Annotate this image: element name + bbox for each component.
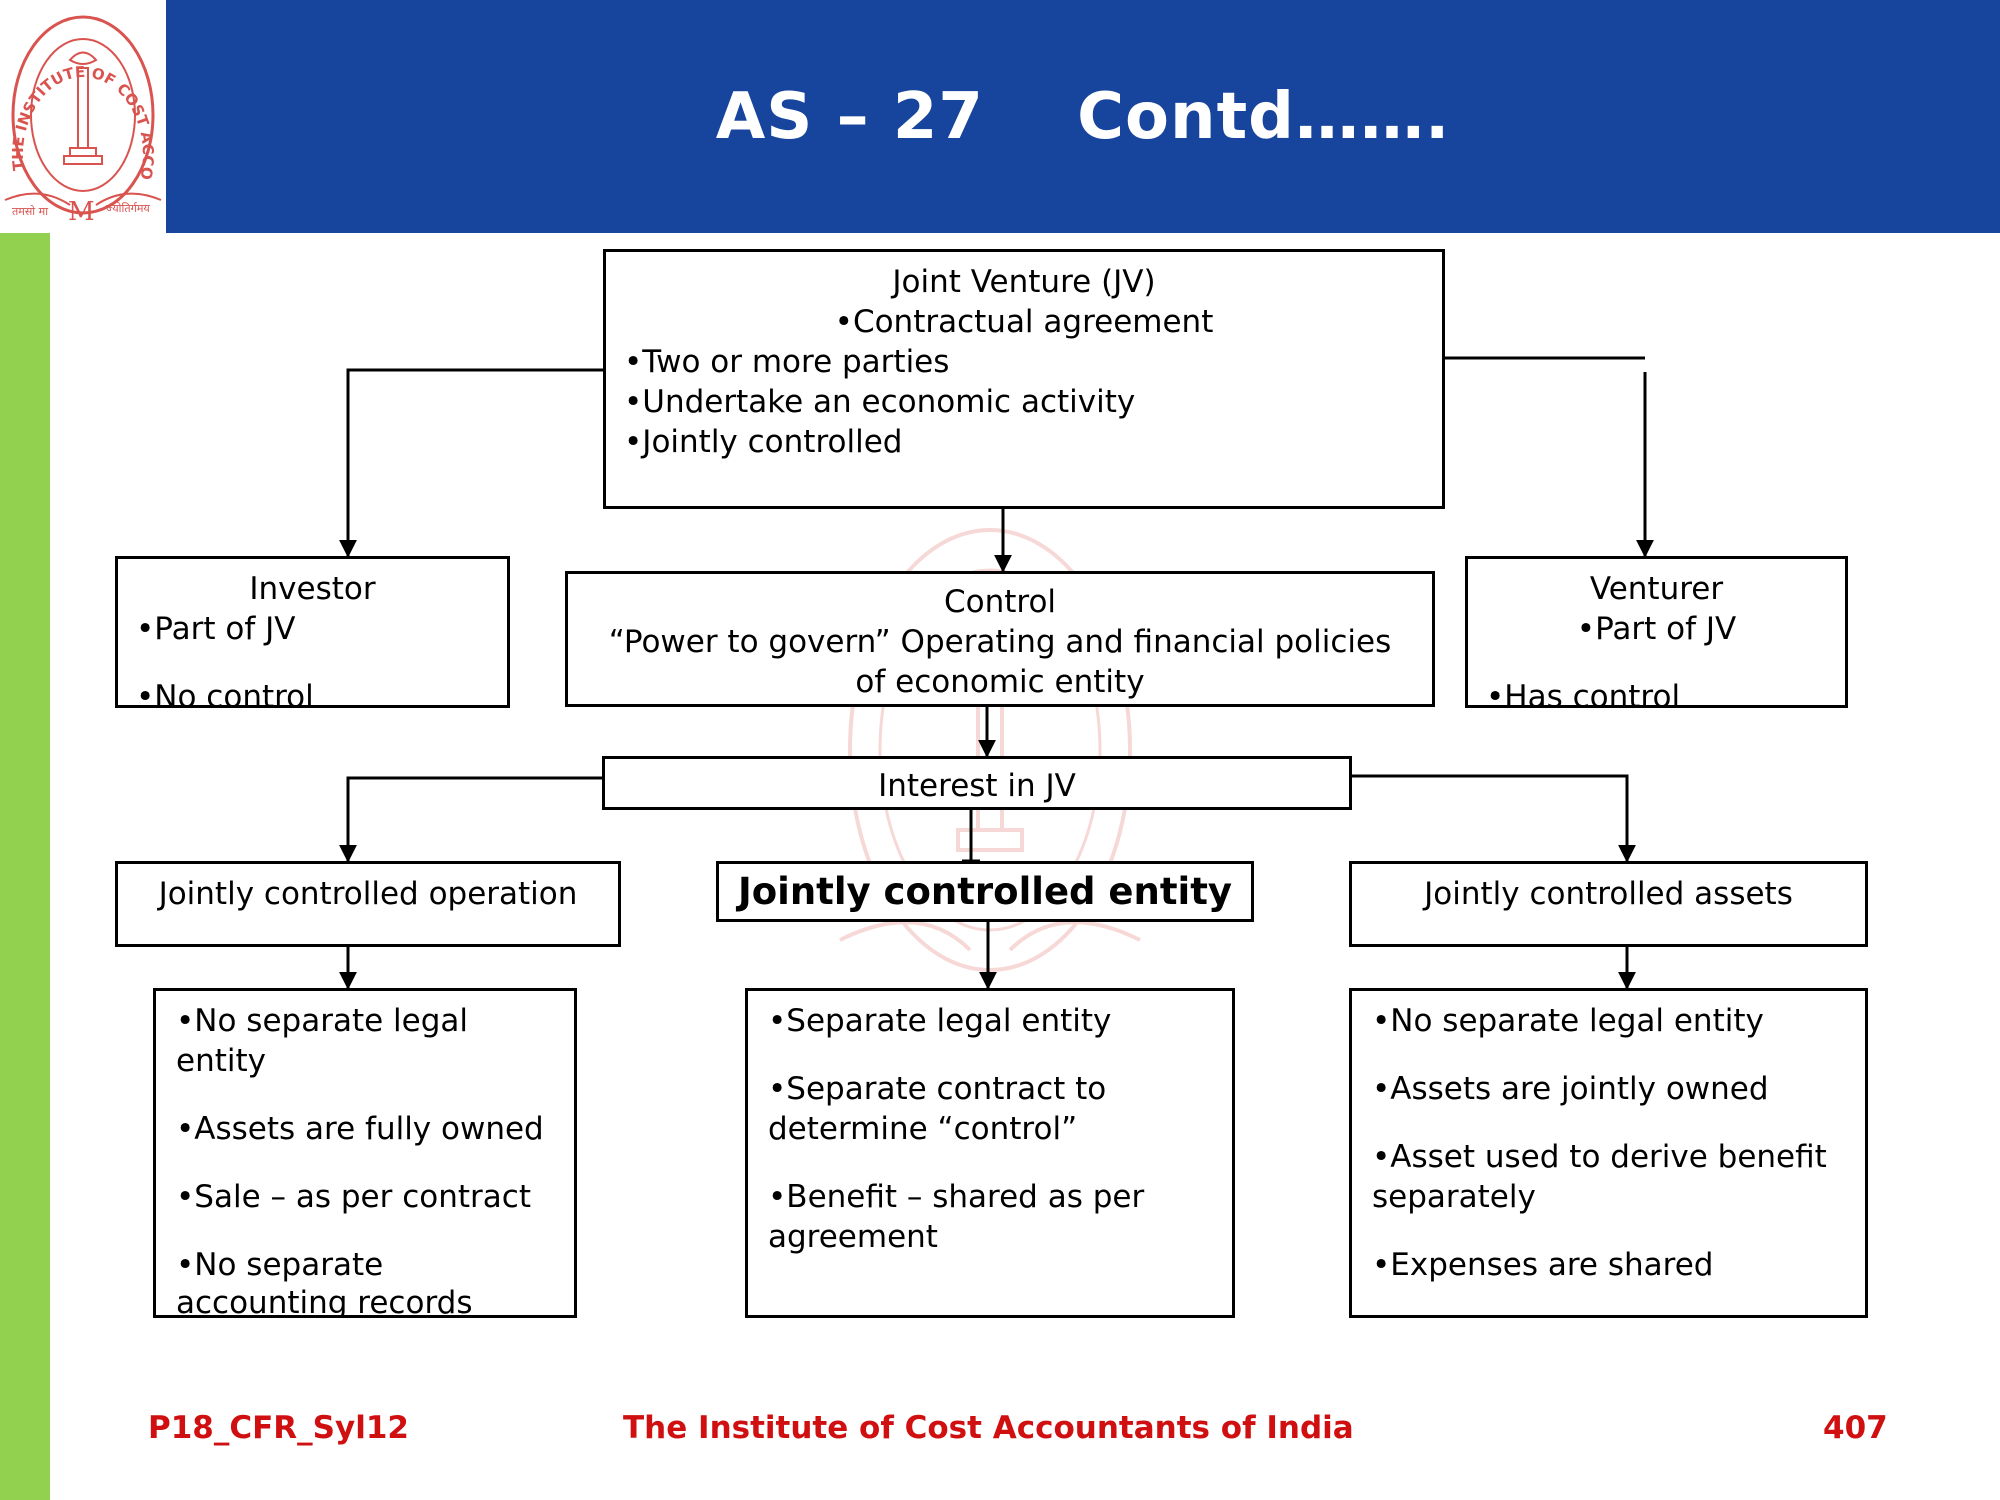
arrow-interest-to-operation bbox=[339, 776, 603, 863]
logo-motto-right: ज्योतिर्गमय bbox=[106, 202, 150, 215]
jointly-controlled-operation-box: Jointly controlled operation bbox=[115, 861, 621, 947]
control-line: “Power to govern” Operating and financia… bbox=[608, 624, 1392, 660]
slide-title: AS – 27 Contd……. bbox=[715, 79, 1451, 154]
investor-box: Investor Part of JV No control bbox=[115, 556, 510, 708]
control-heading: Control bbox=[943, 584, 1057, 620]
jv-item: Two or more parties bbox=[624, 342, 1424, 382]
logo-emblem: THE INSTITUTE OF COST ACCOUNTANTS OF IND… bbox=[0, 0, 162, 227]
assets-details-box: No separate legal entity Assets are join… bbox=[1349, 988, 1868, 1318]
side-accent-bar bbox=[0, 233, 50, 1500]
detail-item: No separate legal entity bbox=[176, 1001, 554, 1081]
operation-details-box: No separate legal entity Assets are full… bbox=[153, 988, 577, 1318]
joint-venture-box: Joint Venture (JV) Contractual agreement… bbox=[603, 249, 1445, 509]
jv-heading: Joint Venture (JV) bbox=[892, 264, 1156, 300]
footer-institute-name: The Institute of Cost Accountants of Ind… bbox=[623, 1410, 1354, 1446]
control-box: Control “Power to govern” Operating and … bbox=[565, 571, 1435, 707]
jointly-controlled-assets-box: Jointly controlled assets bbox=[1349, 861, 1868, 947]
detail-item: Expenses are shared bbox=[1372, 1245, 1845, 1285]
venturer-box: Venturer Part of JV Has control bbox=[1465, 556, 1848, 708]
arrow-jv-to-investor bbox=[339, 368, 603, 558]
venturer-heading: Venturer bbox=[1589, 571, 1724, 607]
detail-item: Asset used to derive benefit separately bbox=[1372, 1137, 1845, 1217]
venturer-item: Has control bbox=[1486, 677, 1827, 705]
detail-item: No separate legal entity bbox=[1372, 1001, 1845, 1041]
header-bar bbox=[166, 0, 2000, 233]
detail-item: Assets are fully owned bbox=[176, 1109, 554, 1149]
entity-label: Jointly controlled entity bbox=[737, 870, 1233, 913]
interest-label: Interest in JV bbox=[878, 768, 1076, 804]
institute-logo: THE INSTITUTE OF COST ACCOUNTANTS OF IND… bbox=[0, 0, 166, 233]
detail-item: Separate contract to determine “control” bbox=[768, 1069, 1212, 1149]
jointly-controlled-entity-box: Jointly controlled entity bbox=[716, 861, 1254, 922]
jv-item: Contractual agreement bbox=[624, 302, 1424, 342]
venturer-item: Part of JV bbox=[1486, 609, 1827, 649]
detail-item: No separate accounting records bbox=[176, 1245, 554, 1315]
jv-item: Jointly controlled bbox=[624, 422, 1424, 462]
detail-item: Sale – as per contract bbox=[176, 1177, 554, 1217]
assets-label: Jointly controlled assets bbox=[1424, 876, 1793, 912]
footer-course-code: P18_CFR_Syl12 bbox=[148, 1410, 409, 1446]
investor-item: No control bbox=[136, 677, 489, 705]
operation-label: Jointly controlled operation bbox=[158, 876, 578, 912]
footer-page-number: 407 bbox=[1823, 1410, 1888, 1446]
arrow-interest-to-assets bbox=[1351, 774, 1636, 863]
control-line: of economic entity bbox=[855, 664, 1145, 700]
investor-item: Part of JV bbox=[136, 609, 489, 649]
interest-in-jv-box: Interest in JV bbox=[602, 756, 1352, 810]
detail-item: Separate legal entity bbox=[768, 1001, 1212, 1041]
jv-item: Undertake an economic activity bbox=[624, 382, 1424, 422]
detail-item: Benefit – shared as per agreement bbox=[768, 1177, 1212, 1257]
svg-text:M: M bbox=[68, 197, 95, 227]
entity-details-box: Separate legal entity Separate contract … bbox=[745, 988, 1235, 1318]
detail-item: Assets are jointly owned bbox=[1372, 1069, 1845, 1109]
investor-heading: Investor bbox=[249, 571, 376, 607]
logo-motto-left: तमसो मा bbox=[12, 205, 48, 218]
